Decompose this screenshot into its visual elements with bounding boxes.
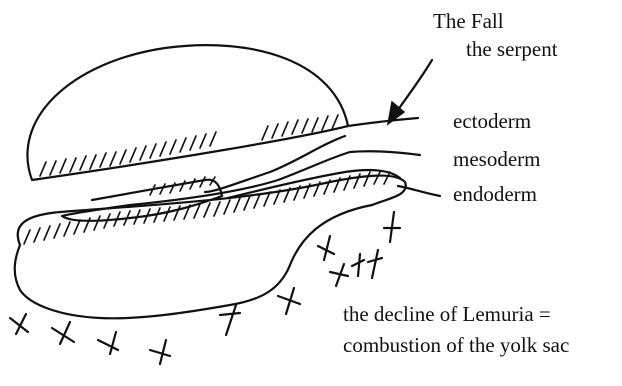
lower-yolk-sac [15,176,406,319]
label-endoderm: endoderm [453,182,537,206]
x-mark [352,254,364,276]
x-mark [278,288,300,314]
combustion-marks [10,212,400,364]
label-the-serpent: the serpent [466,37,558,61]
x-mark [10,314,28,334]
label-decline: the decline of Lemuria = [343,302,551,326]
ectoderm-line [348,118,418,126]
x-mark [384,212,400,242]
mesoderm-line [350,151,420,155]
label-combustion: combustion of the yolk sac [343,333,569,357]
x-mark [150,340,170,364]
x-mark [52,322,74,344]
x-mark [220,305,240,335]
lower-hatching [24,172,390,244]
x-mark [330,264,348,286]
x-mark [318,236,334,260]
label-the-fall: The Fall [433,9,504,33]
x-mark [368,250,382,278]
label-mesoderm: mesoderm [453,147,540,171]
label-ectoderm: ectoderm [453,109,531,133]
upper-hatching [40,115,338,176]
x-mark [98,332,118,354]
